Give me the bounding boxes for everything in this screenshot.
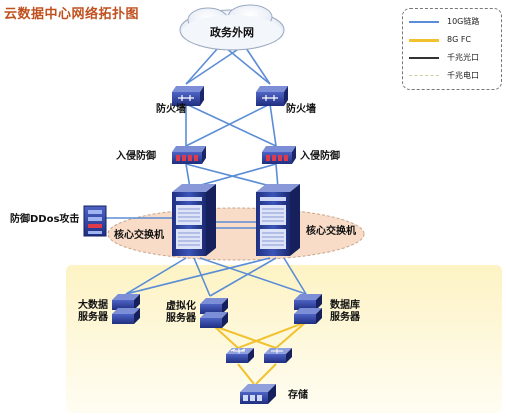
- server-virtual-label-line2: 服务器: [166, 313, 196, 324]
- fc-switch-right-icon: [264, 348, 292, 363]
- core-switch-right-icon: [256, 184, 300, 256]
- core-switch-left-icon: [172, 184, 216, 256]
- core-left-label: 核心交换机: [114, 230, 164, 241]
- server-database-label: 数据库 服务器: [330, 300, 360, 324]
- server-virtual-label: 虚拟化 服务器: [166, 301, 196, 325]
- firewall-left-label: 防火墙: [156, 104, 186, 115]
- legend: 10G链路 8G FC 千兆光口 千兆电口: [402, 8, 502, 90]
- ips-right-icon: [262, 146, 296, 164]
- legend-item-fc: 8G FC: [409, 33, 499, 47]
- ddos-label: 防御DDos攻击: [10, 214, 80, 225]
- legend-item-gigabit-electrical: 千兆电口: [409, 69, 499, 83]
- legend-label-fc: 8G FC: [447, 35, 472, 44]
- server-virtual-icon: [200, 298, 228, 328]
- storage-icon: [240, 384, 276, 404]
- fc-switch-left-icon: [226, 348, 254, 363]
- firewall-left-icon: [172, 86, 204, 106]
- ips-left-icon: [172, 146, 206, 164]
- server-zone-background: [66, 265, 502, 413]
- server-database-label-line1: 数据库: [330, 300, 360, 311]
- storage-label: 存储: [288, 390, 308, 401]
- links-fc: [213, 321, 307, 385]
- legend-label-10g: 10G链路: [447, 17, 480, 26]
- server-bigdata-label-line1: 大数据: [78, 300, 108, 311]
- ips-right-label: 入侵防御: [300, 151, 340, 162]
- internet-label: 政务外网: [210, 26, 254, 39]
- legend-label-gigabit-optical: 千兆光口: [447, 53, 479, 62]
- server-bigdata-label: 大数据 服务器: [78, 300, 108, 324]
- server-database-label-line2: 服务器: [330, 312, 360, 323]
- firewall-right-icon: [256, 86, 288, 106]
- legend-item-10g: 10G链路: [409, 15, 499, 29]
- ips-left-label: 入侵防御: [116, 151, 156, 162]
- ddos-device-icon: [83, 205, 107, 237]
- firewall-right-label: 防火墙: [286, 104, 316, 115]
- legend-swatch-10g: [409, 21, 439, 23]
- legend-item-gigabit-optical: 千兆光口: [409, 51, 499, 65]
- legend-swatch-fc: [409, 39, 439, 42]
- legend-swatch-gigabit-optical: [409, 57, 439, 59]
- server-bigdata-icon: [112, 294, 140, 324]
- diagram-title: 云数据中心网络拓扑图: [4, 7, 140, 22]
- legend-label-gigabit-electrical: 千兆电口: [447, 71, 479, 80]
- cloud-icon: [179, 4, 285, 51]
- legend-swatch-gigabit-electrical: [409, 75, 439, 76]
- server-bigdata-label-line2: 服务器: [78, 312, 108, 323]
- server-database-icon: [294, 294, 322, 324]
- server-virtual-label-line1: 虚拟化: [166, 301, 196, 312]
- core-right-label: 核心交换机: [306, 226, 356, 237]
